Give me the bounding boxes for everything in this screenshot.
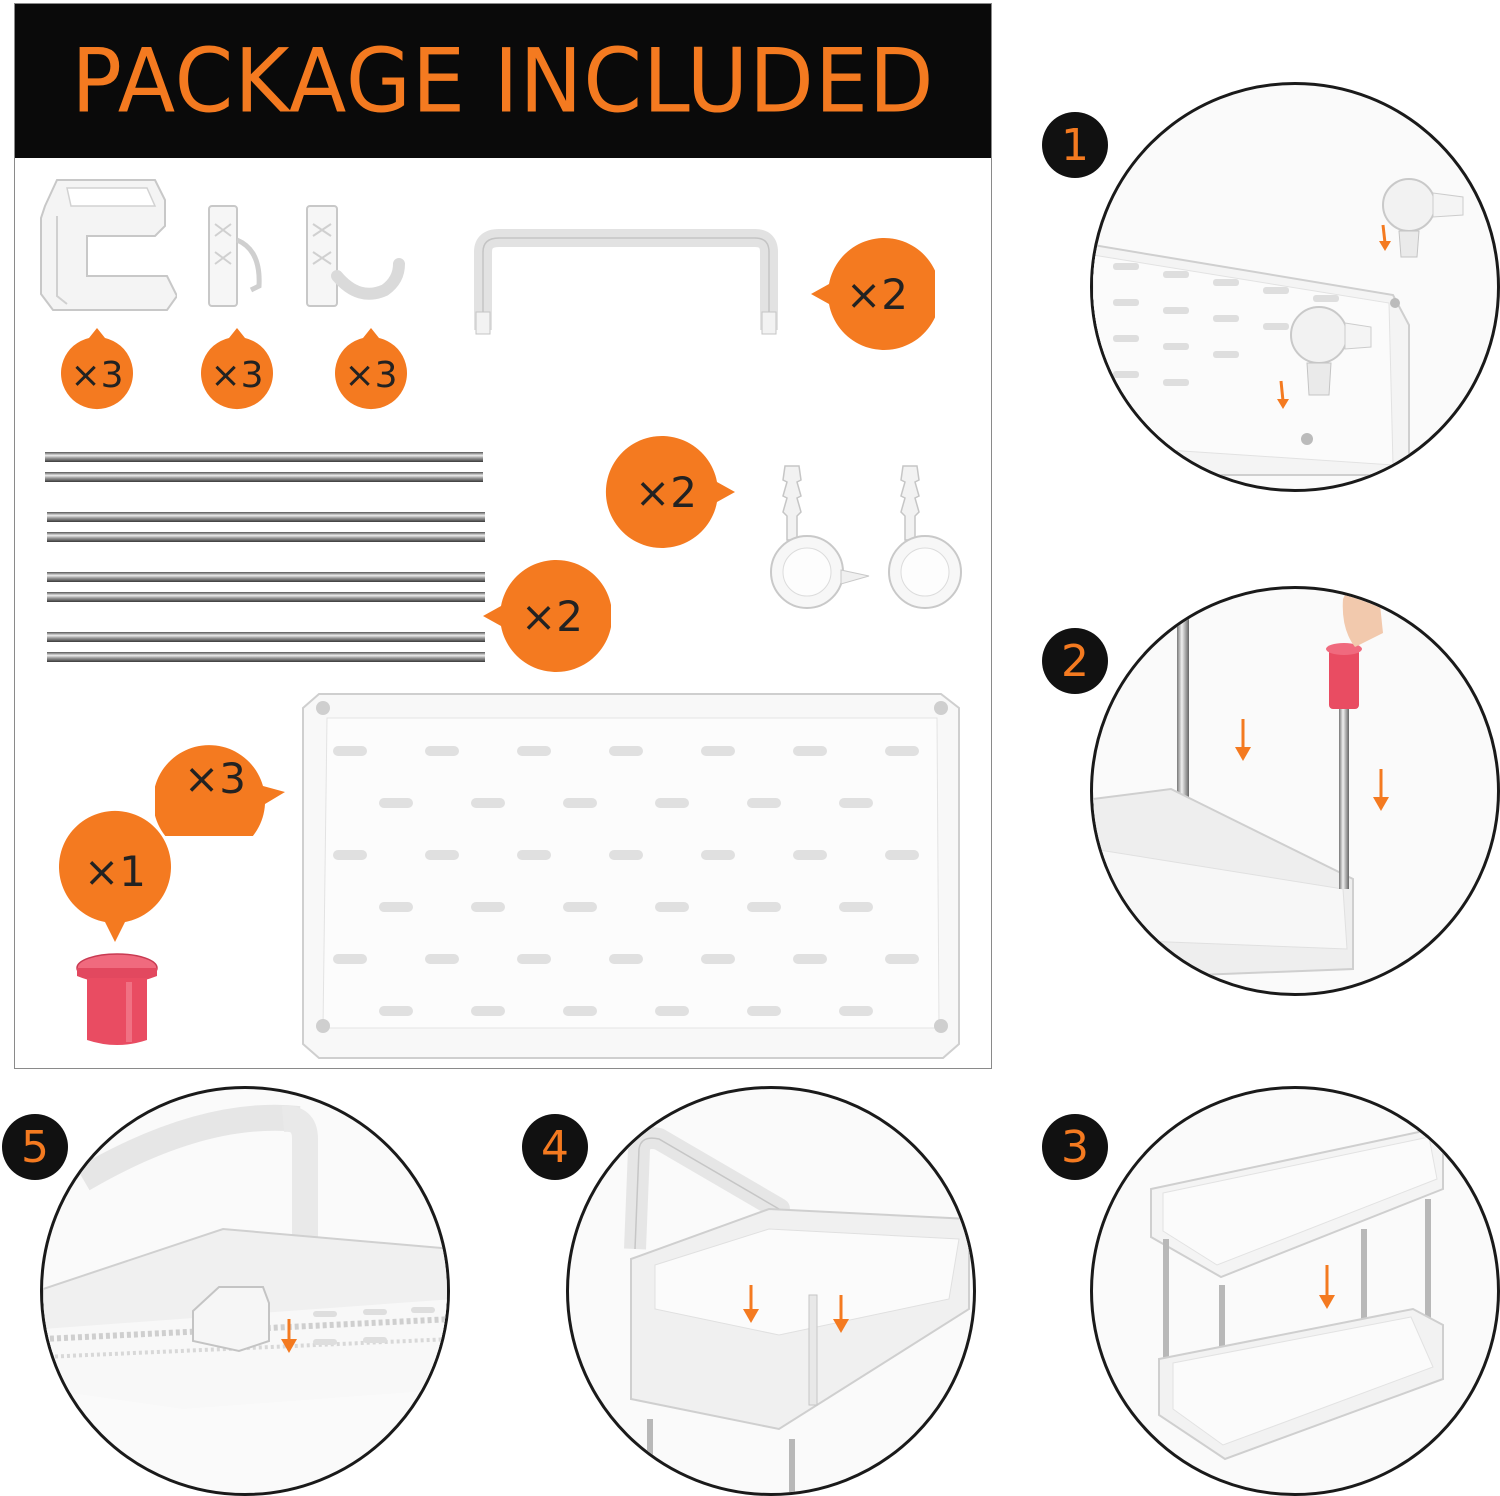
step-3-marker: 3 [1042, 1114, 1108, 1180]
shelf-slot [609, 850, 643, 860]
shelf-slot [839, 902, 873, 912]
shelf-slot [333, 746, 367, 756]
shelf-tray-icon [302, 693, 960, 1059]
rods-icon [45, 452, 485, 662]
shelf-slots [333, 746, 919, 1016]
step-5-illustration [40, 1086, 450, 1496]
banner-title: PACKAGE INCLUDED [71, 29, 935, 133]
qty-badge-shelf: ×3 [155, 720, 289, 836]
shelf-slot [563, 1006, 597, 1016]
shelf-slot [701, 746, 735, 756]
shelf-slot [655, 902, 689, 912]
shelf-slot [747, 1006, 781, 1016]
step-4-marker: 4 [522, 1114, 588, 1180]
shelf-slot [793, 954, 827, 964]
stack-shelf-icon [1150, 1127, 1444, 1461]
shelf-slot [563, 798, 597, 808]
shelf-slot [793, 746, 827, 756]
handle-hook-icon [624, 1127, 970, 1493]
shelf-slot [425, 850, 459, 860]
shelf-slot [379, 902, 413, 912]
qty-badge-side-hook: ×3 [199, 324, 275, 412]
shelf-slot [471, 798, 505, 808]
j-hook-icon [306, 205, 405, 307]
caster-wheels-icon [770, 465, 962, 609]
shelf-slot [747, 798, 781, 808]
shelf-slot [471, 902, 505, 912]
step-2-illustration [1090, 586, 1500, 996]
step-5-marker: 5 [2, 1114, 68, 1180]
shelf-slot [839, 1006, 873, 1016]
shelf-slot [517, 954, 551, 964]
shelf-slot [701, 850, 735, 860]
shelf-slot [471, 1006, 505, 1016]
shelf-slot [655, 1006, 689, 1016]
step-2-marker: 2 [1042, 628, 1108, 694]
qty-badge-handle: ×2 [805, 236, 935, 352]
shelf-slot [517, 850, 551, 860]
clip-attach-icon [43, 1104, 447, 1409]
qty-badge-rods: ×2 [479, 558, 611, 674]
handle-icon [474, 229, 778, 335]
step-1-illustration [1090, 82, 1500, 492]
end-cap-icon [76, 953, 158, 1045]
screw-foot-install-icon [1093, 178, 1464, 476]
shelf-slot [609, 954, 643, 964]
clip-icon [40, 179, 177, 311]
package-panel: PACKAGE INCLUDED [14, 3, 992, 1069]
shelf-slot [655, 798, 689, 808]
shelf-slot [885, 954, 919, 964]
shelf-slot [425, 954, 459, 964]
step-1-marker: 1 [1042, 112, 1108, 178]
step-4-illustration [566, 1086, 976, 1496]
shelf-slot [885, 850, 919, 860]
shelf-slot [333, 954, 367, 964]
step-3-illustration [1090, 1086, 1500, 1496]
shelf-slot [793, 850, 827, 860]
qty-badge-clip: ×3 [59, 324, 135, 412]
qty-badge-cap: ×1 [57, 810, 173, 946]
qty-badge-j-hook: ×3 [333, 324, 409, 412]
shelf-slot [379, 798, 413, 808]
qty-badge-wheels: ×2 [605, 434, 741, 550]
shelf-slot [609, 746, 643, 756]
shelf-slot [839, 798, 873, 808]
shelf-slot [333, 850, 367, 860]
shelf-slot [379, 1006, 413, 1016]
shelf-slot [747, 902, 781, 912]
package-banner: PACKAGE INCLUDED [15, 4, 991, 158]
shelf-slot [517, 746, 551, 756]
shelf-slot [563, 902, 597, 912]
shelf-slot [425, 746, 459, 756]
rod-insert-icon [1093, 589, 1389, 981]
side-hook-icon [208, 205, 262, 307]
shelf-slot [885, 746, 919, 756]
shelf-slot [701, 954, 735, 964]
